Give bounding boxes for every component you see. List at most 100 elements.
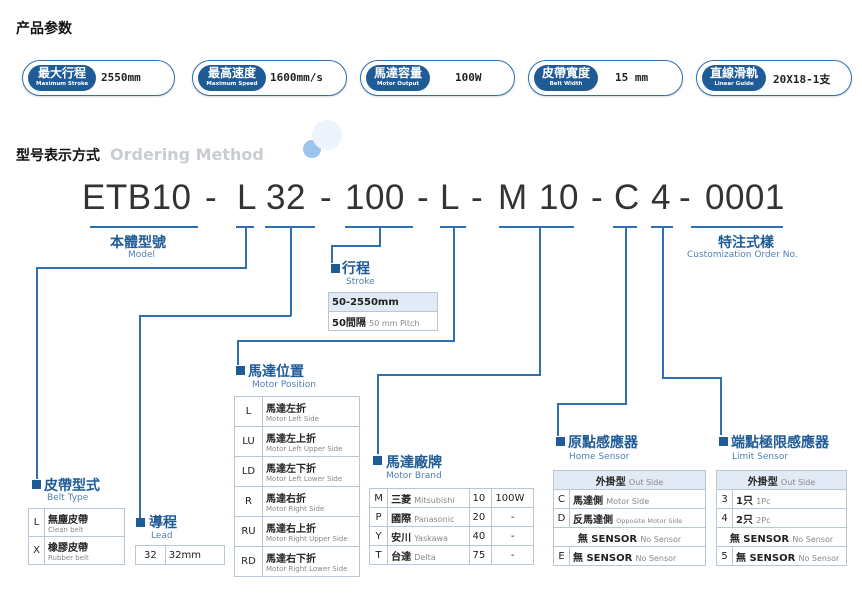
code-stroke: 100 (345, 178, 405, 217)
connector-line (662, 377, 721, 379)
spec-pill-speed: 最高速度 Maximum Speed 1600mm/s (192, 60, 347, 96)
motor-brand-zh: 國際 (391, 513, 412, 525)
home-sensor-label: 原點感應器 (568, 435, 638, 451)
lead-marker (136, 518, 145, 527)
limit-sensor-none-en: No Sensor (798, 553, 840, 563)
spec-tag: 馬達容量 Motor Output (366, 65, 430, 91)
motor-output-code: 40 (468, 526, 493, 546)
motor-brand-code: M (368, 488, 389, 508)
motor-output-code: 10 (468, 488, 493, 508)
model-label-en: Model (128, 250, 156, 260)
limit-sensor-zh: 2只 (736, 514, 753, 526)
home-sensor-label-en: Home Sensor (569, 452, 630, 462)
connector-line (245, 226, 247, 268)
home-sensor-none-en: No Sensor (635, 553, 677, 563)
stroke-label: 行程 (342, 261, 370, 277)
connector-line (237, 340, 239, 365)
code-model: ETB10 (82, 178, 192, 217)
connector-line (539, 226, 541, 375)
motor-brand-marker (373, 456, 382, 465)
home-sensor-header: 外掛型 (595, 476, 626, 488)
spec-label-en: Belt Width (549, 81, 583, 87)
limit-sensor-label-en: Limit Sensor (732, 452, 789, 462)
connector-line (36, 267, 247, 269)
limit-sensor-none-en: No Sensor (792, 534, 834, 544)
spec-tag: 最高速度 Maximum Speed (198, 65, 266, 91)
connector-line (377, 374, 379, 454)
limit-sensor-none: 無 SENSOR (729, 533, 790, 545)
connector-line (139, 315, 141, 518)
motor-brand-code: P (368, 507, 389, 527)
code-lead: 32 (266, 178, 306, 217)
stroke-marker (331, 264, 340, 273)
motor-position-marker (236, 366, 245, 375)
connector-line (36, 267, 38, 479)
belt-type-en: Rubber belt (48, 554, 89, 562)
connector-line (90, 226, 198, 228)
motor-position-en: Motor Left Upper Side (266, 445, 343, 453)
connector-line (691, 226, 783, 228)
code-dash: - (471, 178, 484, 217)
connector-line (720, 377, 722, 435)
home-sensor-en: Motor Side (606, 496, 650, 506)
spec-tag: 最大行程 Maximum Stroke (28, 65, 96, 91)
spec-label-en: Linear Guide (714, 81, 754, 87)
code-home-sensor: C (614, 178, 640, 217)
motor-brand-zh: 台達 (391, 551, 412, 563)
lead-value: 32mm (164, 545, 226, 565)
motor-brand-zh: 安川 (391, 532, 412, 544)
motor-output-value: 100W (491, 488, 534, 508)
spec-pill-guide: 直線滑軌 Linear Guide 20X18-1支 (696, 60, 852, 96)
stroke-label-en: Stroke (346, 277, 375, 287)
motor-output-code: 75 (468, 545, 493, 565)
motor-position-label-en: Motor Position (252, 380, 316, 390)
code-dash: - (417, 178, 430, 217)
home-sensor-marker (556, 437, 565, 446)
motor-brand-code: T (368, 545, 389, 565)
connector-line (662, 226, 664, 378)
motor-position-code: LU (234, 426, 263, 457)
connector-line (499, 226, 574, 228)
connector-line (557, 403, 559, 436)
motor-brand-en: Delta (414, 552, 436, 562)
limit-sensor-marker (719, 437, 728, 446)
motor-position-code: R (234, 486, 263, 517)
motor-brand-label-en: Motor Brand (386, 471, 442, 481)
spec-label-en: Motor Output (377, 81, 419, 87)
spec-pill-belt-width: 皮帶寬度 Belt Width 15 mm (528, 60, 683, 96)
motor-brand-zh: 三菱 (391, 494, 412, 506)
belt-type-code: L (28, 508, 45, 537)
motor-brand-en: Mitsubishi (414, 495, 455, 505)
custom-label-en: Customization Order No. (687, 250, 798, 260)
spec-label: 馬達容量 (374, 66, 423, 80)
motor-position-code: LD (234, 456, 263, 487)
spec-tag: 直線滑軌 Linear Guide (702, 65, 766, 91)
motor-position-zh: 馬達右上折 (266, 524, 316, 535)
motor-position-code: L (234, 396, 263, 427)
code-motor-brand: M (498, 178, 528, 217)
home-sensor-header-en: Out Side (628, 477, 664, 487)
home-sensor-code: D (553, 508, 570, 528)
motor-output-value: - (491, 526, 534, 546)
motor-position-zh: 馬達左折 (266, 404, 306, 415)
code-motor-output: 10 (539, 178, 579, 217)
motor-position-en: Motor Left Lower Side (266, 475, 343, 483)
limit-sensor-en: 2Pc (756, 515, 771, 525)
code-limit-sensor: 4 (651, 178, 671, 217)
lead-code: 32 (135, 545, 166, 565)
motor-position-code: RU (234, 516, 263, 547)
limit-sensor-header: 外掛型 (747, 476, 778, 488)
connector-line (331, 245, 381, 247)
spec-value: 2550mm (101, 71, 141, 84)
limit-sensor-header-en: Out Side (780, 477, 816, 487)
spec-pill-motor: 馬達容量 Motor Output 100W (360, 60, 515, 96)
section-title-params: 产品参数 (16, 21, 72, 37)
connector-line (139, 315, 291, 317)
motor-position-en: Motor Left Side (266, 415, 319, 423)
home-sensor-code: E (553, 546, 570, 566)
